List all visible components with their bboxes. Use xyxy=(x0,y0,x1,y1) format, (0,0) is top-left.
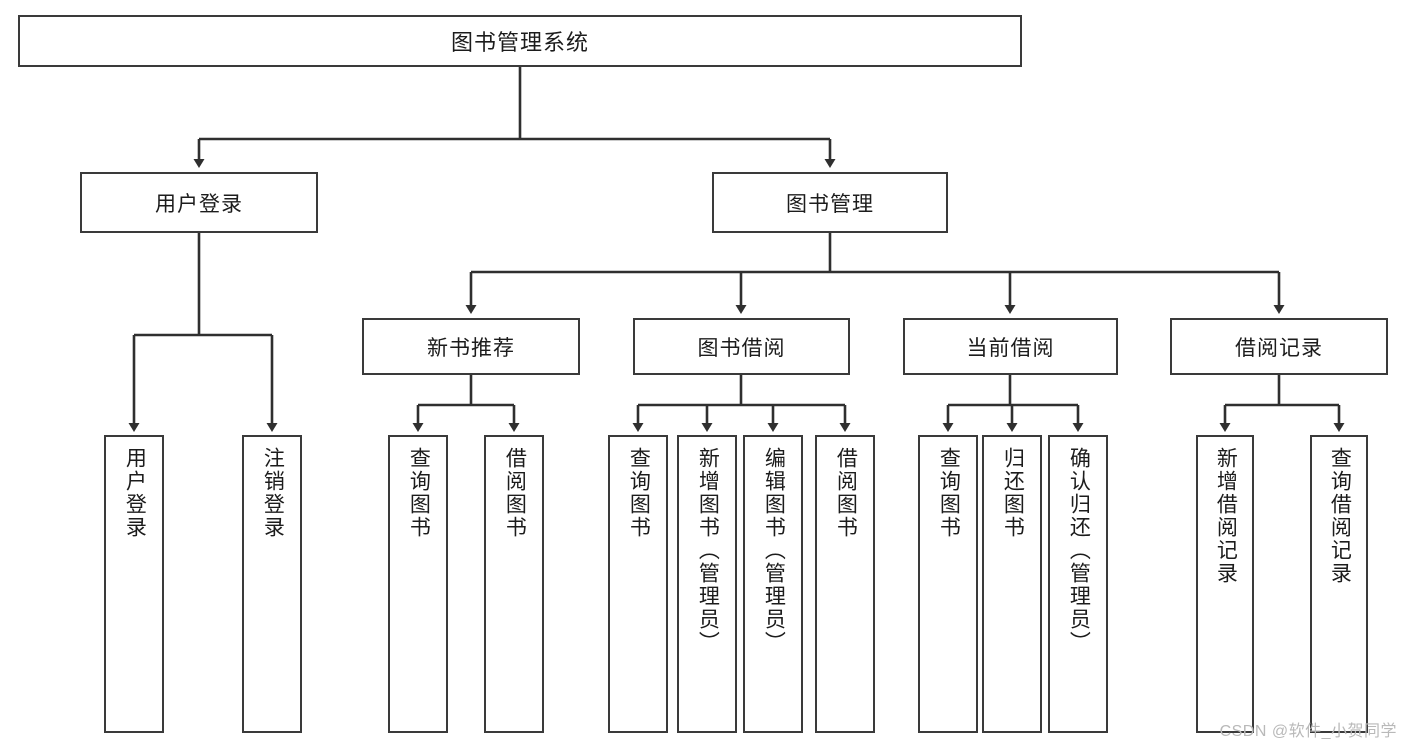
node-leaf-confirm-return[interactable]: 确认归还（管理员） xyxy=(1048,435,1108,733)
node-leaf-edit-book-label: 编辑图书（管理员） xyxy=(762,447,786,654)
node-leaf-return-book-label: 归还图书 xyxy=(1001,447,1025,539)
node-new-book-recommend[interactable]: 新书推荐 xyxy=(362,318,580,375)
watermark-text: CSDN @软件_小贺同学 xyxy=(1219,723,1397,740)
node-book-borrow-label: 图书借阅 xyxy=(697,336,786,360)
node-leaf-query-book-1-label: 查询图书 xyxy=(407,447,431,539)
node-leaf-borrow-book-2-label: 借阅图书 xyxy=(834,447,858,539)
node-leaf-add-record-label: 新增借阅记录 xyxy=(1214,447,1238,585)
node-leaf-return-book[interactable]: 归还图书 xyxy=(982,435,1042,733)
node-book-manage[interactable]: 图书管理 xyxy=(712,172,948,233)
node-leaf-query-book-1[interactable]: 查询图书 xyxy=(388,435,448,733)
node-leaf-query-book-3[interactable]: 查询图书 xyxy=(918,435,978,733)
node-root-system[interactable]: 图书管理系统 xyxy=(18,15,1022,67)
node-user-login[interactable]: 用户登录 xyxy=(80,172,318,233)
node-user-login-label: 用户登录 xyxy=(155,192,243,216)
node-leaf-borrow-book-2[interactable]: 借阅图书 xyxy=(815,435,875,733)
node-leaf-user-login[interactable]: 用户登录 xyxy=(104,435,164,733)
node-root-label: 图书管理系统 xyxy=(450,30,589,55)
node-leaf-add-record[interactable]: 新增借阅记录 xyxy=(1196,435,1254,733)
node-leaf-add-book-label: 新增图书（管理员） xyxy=(696,447,720,654)
node-book-manage-label: 图书管理 xyxy=(786,192,874,216)
node-leaf-query-record-label: 查询借阅记录 xyxy=(1328,447,1352,585)
node-leaf-logout-label: 注销登录 xyxy=(261,447,285,539)
node-current-borrow-label: 当前借阅 xyxy=(966,336,1055,360)
node-leaf-add-book[interactable]: 新增图书（管理员） xyxy=(677,435,737,733)
node-leaf-logout[interactable]: 注销登录 xyxy=(242,435,302,733)
node-current-borrow[interactable]: 当前借阅 xyxy=(903,318,1118,375)
node-book-borrow[interactable]: 图书借阅 xyxy=(633,318,850,375)
node-leaf-query-record[interactable]: 查询借阅记录 xyxy=(1310,435,1368,733)
node-leaf-confirm-return-label: 确认归还（管理员） xyxy=(1067,447,1091,654)
node-borrow-record[interactable]: 借阅记录 xyxy=(1170,318,1388,375)
node-borrow-record-label: 借阅记录 xyxy=(1235,336,1323,360)
node-leaf-query-book-2-label: 查询图书 xyxy=(627,447,651,539)
node-leaf-borrow-book-1-label: 借阅图书 xyxy=(503,447,527,539)
node-leaf-user-login-label: 用户登录 xyxy=(123,447,147,539)
node-new-book-recommend-label: 新书推荐 xyxy=(427,336,515,360)
node-leaf-borrow-book-1[interactable]: 借阅图书 xyxy=(484,435,544,733)
node-leaf-query-book-3-label: 查询图书 xyxy=(937,447,961,539)
node-leaf-query-book-2[interactable]: 查询图书 xyxy=(608,435,668,733)
node-leaf-edit-book[interactable]: 编辑图书（管理员） xyxy=(743,435,803,733)
